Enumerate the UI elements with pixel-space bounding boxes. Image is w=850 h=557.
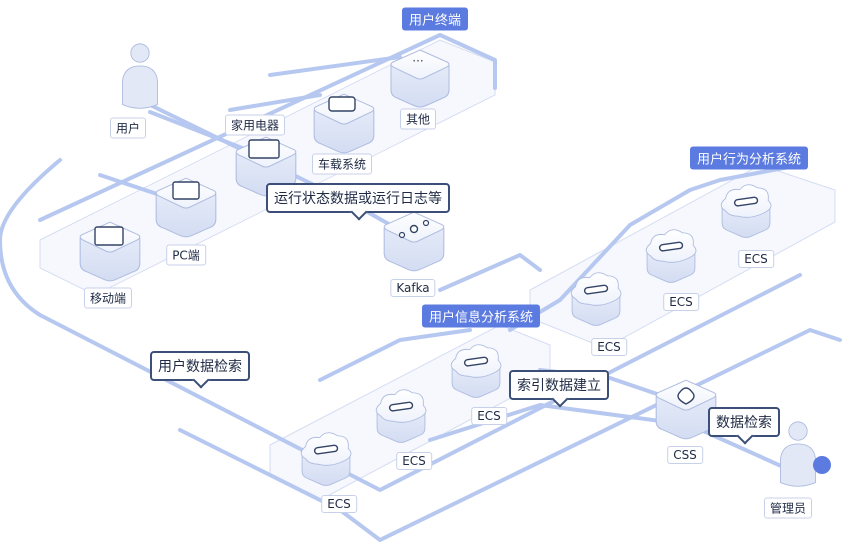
- node-label-vehicle: 车载系统: [311, 153, 373, 175]
- gear-icon: [813, 456, 831, 474]
- other-device-icon: ···: [390, 49, 450, 108]
- mobile-device-icon: [79, 221, 141, 282]
- callout-data-search: 数据检索: [708, 407, 780, 437]
- node-label-user: 用户: [109, 117, 147, 139]
- group-label-terminals: 用户终端: [401, 7, 469, 31]
- node-label-mobile: 移动端: [83, 287, 133, 309]
- ecs-behavior-2-icon: [645, 228, 697, 284]
- callout-user-search: 用户数据检索: [150, 351, 250, 381]
- ecs-info-2-icon: [375, 388, 427, 444]
- node-label-css: CSS: [667, 446, 703, 464]
- callout-status-logs: 运行状态数据或运行日志等: [266, 183, 450, 213]
- node-label-ecs-behavior-1: ECS: [591, 338, 627, 356]
- callout-index-build: 索引数据建立: [509, 370, 609, 400]
- node-label-ecs-info-2: ECS: [396, 452, 432, 470]
- user-person-icon: [122, 43, 158, 109]
- node-label-ecs-behavior-3: ECS: [738, 250, 774, 268]
- node-label-kafka: Kafka: [390, 279, 436, 297]
- admin-person-icon: [780, 421, 816, 487]
- group-label-behavior-system: 用户行为分析系统: [689, 146, 809, 170]
- node-label-pc: PC端: [166, 244, 206, 266]
- vehicle-device-icon: [313, 93, 375, 154]
- ecs-info-1-icon: [300, 431, 352, 487]
- css-node-icon: [655, 379, 717, 440]
- ecs-behavior-3-icon: [720, 183, 772, 239]
- group-label-info-system: 用户信息分析系统: [421, 304, 541, 328]
- node-label-ecs-info-1: ECS: [321, 495, 357, 513]
- kafka-node-icon: [383, 211, 445, 272]
- pc-device-icon: [155, 177, 217, 238]
- node-label-appliance: 家用电器: [224, 114, 286, 136]
- node-label-other: 其他: [399, 108, 437, 130]
- node-label-ecs-behavior-2: ECS: [663, 293, 699, 311]
- svg-text:···: ···: [412, 54, 423, 68]
- appliance-device-icon: [235, 136, 297, 197]
- node-label-admin: 管理员: [763, 497, 813, 519]
- node-label-ecs-info-3: ECS: [471, 407, 507, 425]
- ecs-info-3-icon: [450, 343, 502, 399]
- ecs-behavior-1-icon: [570, 271, 622, 327]
